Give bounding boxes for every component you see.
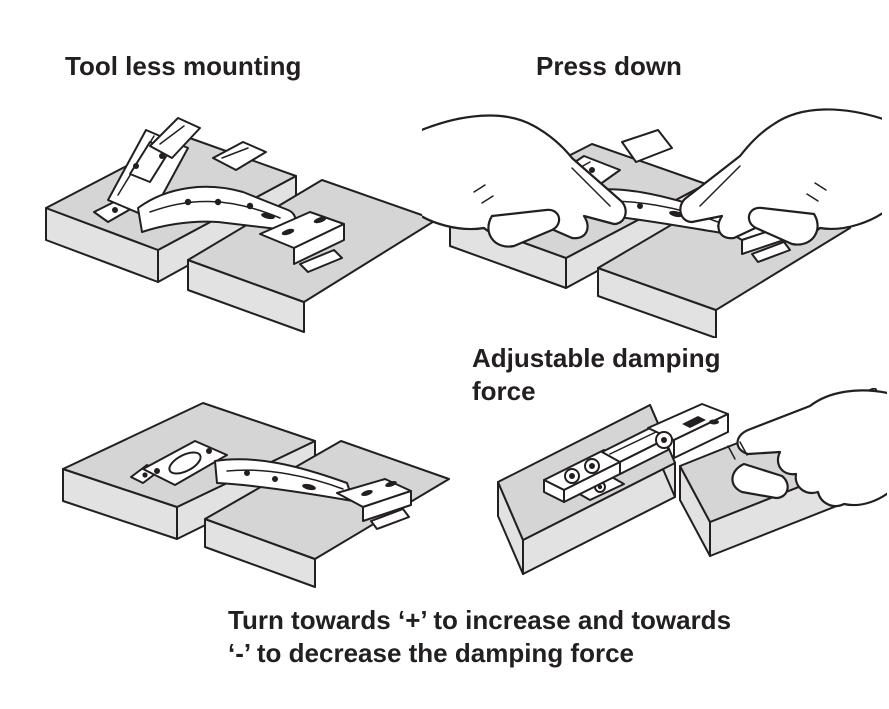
caption-line-1: Turn towards ‘+’ to increase and towards xyxy=(228,605,732,635)
adjusting-hand xyxy=(727,389,887,508)
panel-title-damping: Adjustable damping force xyxy=(472,343,721,406)
left-hand xyxy=(422,114,627,248)
damping-adjust-illustration xyxy=(492,388,887,593)
damping-caption: Turn towards ‘+’ to increase and towards… xyxy=(228,604,731,670)
hinge-damper xyxy=(543,403,729,503)
mounted-hinge-illustration xyxy=(55,383,450,593)
right-hand xyxy=(679,108,882,246)
toolless-mounting-illustration xyxy=(38,100,438,335)
panel-title-toolless: Tool less mounting xyxy=(65,51,302,81)
hinge-seated xyxy=(130,440,412,530)
caption-line-2: ‘-’ to decrease the damping force xyxy=(228,638,634,668)
hinge-angled xyxy=(93,117,345,273)
press-down-illustration xyxy=(422,98,882,338)
panel-title-press-down: Press down xyxy=(536,51,682,81)
